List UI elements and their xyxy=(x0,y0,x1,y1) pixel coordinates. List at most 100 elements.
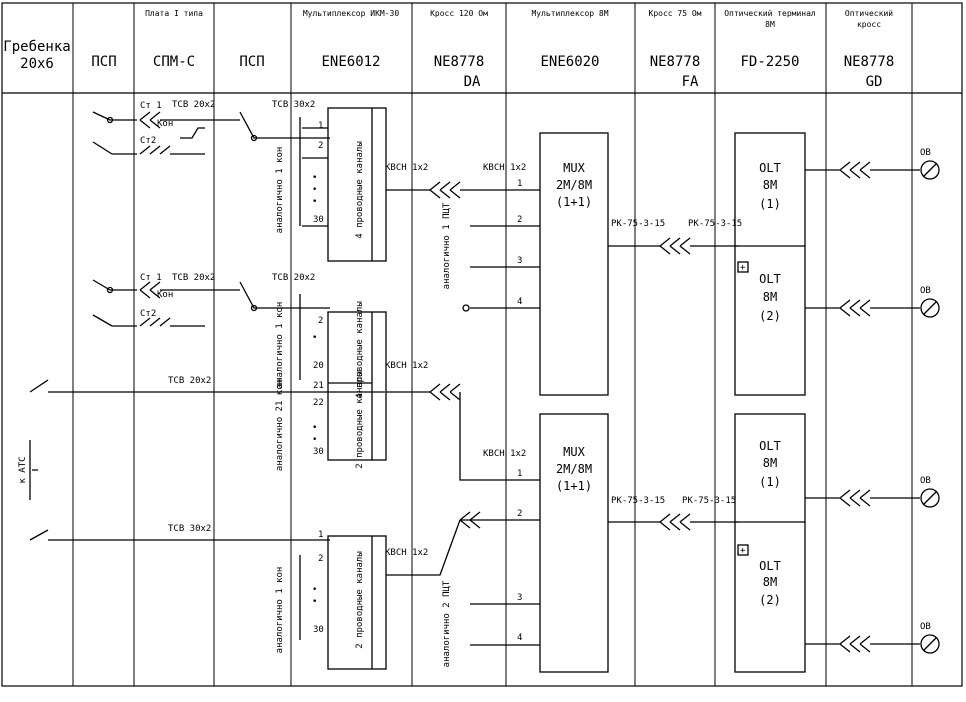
svg-text:•: • xyxy=(312,423,317,433)
svg-text:1: 1 xyxy=(318,530,323,540)
ikm-block-a xyxy=(327,107,387,262)
svg-text:2M/8M: 2M/8M xyxy=(556,462,592,476)
ob-icon: ОВ xyxy=(920,476,940,508)
col-main-8: FD-2250 xyxy=(740,54,799,70)
svg-text:Ст 1: Ст 1 xyxy=(140,273,162,283)
label-tcb-a: ТСВ 20x2 xyxy=(172,100,215,110)
svg-text:22: 22 xyxy=(313,398,324,408)
col-main-5a: NE8778 xyxy=(434,54,485,70)
svg-text:•: • xyxy=(312,597,317,607)
svg-text:РК-75-3-15: РК-75-3-15 xyxy=(688,219,742,229)
svg-text:•: • xyxy=(312,585,317,595)
svg-text:КВСН 1x2: КВСН 1x2 xyxy=(483,449,526,459)
svg-text:20: 20 xyxy=(313,361,324,371)
svg-text:21: 21 xyxy=(313,381,324,391)
svg-text:•: • xyxy=(312,435,317,445)
svg-text:2 проводные каналы: 2 проводные каналы xyxy=(355,551,365,649)
svg-text:ОВ: ОВ xyxy=(920,286,931,296)
ob-icon: ОВ xyxy=(920,622,940,654)
svg-text:+: + xyxy=(740,546,746,556)
col-main-9b: GD xyxy=(866,74,883,90)
svg-text:MUX: MUX xyxy=(563,445,585,459)
svg-text:+: + xyxy=(740,263,746,273)
svg-text:(2): (2) xyxy=(759,309,781,323)
ob-outputs: ОВ ОВ ОВ ОВ xyxy=(920,148,940,654)
link-ats-b xyxy=(29,529,330,541)
svg-text:8M: 8M xyxy=(763,290,777,304)
svg-text:(1): (1) xyxy=(759,475,781,489)
svg-text:1: 1 xyxy=(318,121,323,131)
col-main-1: ПСП xyxy=(91,54,116,70)
svg-text:4: 4 xyxy=(517,297,522,307)
svg-text:КВСН 1x2: КВСН 1x2 xyxy=(385,548,428,558)
svg-text:1: 1 xyxy=(517,179,522,189)
svg-text:•: • xyxy=(312,173,317,183)
svg-text:2: 2 xyxy=(517,509,522,519)
switch-psp2-a xyxy=(205,111,290,139)
svg-text:(1): (1) xyxy=(759,197,781,211)
svg-text:Кон: Кон xyxy=(157,290,173,300)
col-main-9a: NE8778 xyxy=(844,54,895,70)
analog-1kon-a: аналогично 1 кон xyxy=(275,147,285,234)
svg-text:2M/8M: 2M/8M xyxy=(556,178,592,192)
svg-text:OLT: OLT xyxy=(759,272,781,286)
svg-text:аналогично 1 кон: аналогично 1 кон xyxy=(275,302,285,389)
col-main-0a: Гребенка xyxy=(3,39,70,55)
svg-text:РК-75-3-15: РК-75-3-15 xyxy=(611,496,665,506)
col-main-0b: 20x6 xyxy=(20,56,54,72)
svg-text:ОВ: ОВ xyxy=(920,622,931,632)
switch-st2 xyxy=(92,141,137,155)
svg-text:аналогично 1 кон: аналогично 1 кон xyxy=(275,567,285,654)
link-ats-a xyxy=(29,379,385,393)
svg-text:2: 2 xyxy=(318,554,323,564)
svg-text:8M: 8M xyxy=(763,575,777,589)
col-main-5b: DA xyxy=(464,74,481,90)
section-two: Ст 1 Ст2 Кон ТСВ 20x2 ТСВ 20x2 4 проводн… xyxy=(18,273,540,541)
svg-text:ТСВ 20x2: ТСВ 20x2 xyxy=(168,376,211,386)
svg-text:8M: 8M xyxy=(763,178,777,192)
connector-pk-1 xyxy=(608,237,738,255)
svg-text:2: 2 xyxy=(318,316,323,326)
connector-opt-1 xyxy=(805,161,920,179)
col-main-2: СПМ-С xyxy=(153,54,195,70)
label-kon: Кон xyxy=(157,119,173,129)
svg-text:аналогично 2 ПЦТ: аналогично 2 ПЦТ xyxy=(442,580,452,667)
connector-kon xyxy=(139,111,205,129)
svg-text:•: • xyxy=(312,333,317,343)
col-top-4: Мультиплексор ИКМ-30 xyxy=(303,9,400,18)
ikm-block-a-label: 4 проводные каналы xyxy=(355,141,365,239)
svg-text:2: 2 xyxy=(318,141,323,151)
mux-block-2 xyxy=(539,413,609,673)
svg-text:OLT: OLT xyxy=(759,439,781,453)
col-main-3: ПСП xyxy=(239,54,264,70)
connector-opt-2 xyxy=(805,299,920,317)
svg-text:•: • xyxy=(312,197,317,207)
label-st2: Ст2 xyxy=(140,136,156,146)
svg-text:Ст2: Ст2 xyxy=(140,309,156,319)
section-three: КВСН 1x2 MUX 2M/8M (1+1) 1 2 3 4 аналоги… xyxy=(275,413,920,673)
label-kvsn-a2: КВСН 1x2 xyxy=(483,163,526,173)
table-grid xyxy=(1,2,963,687)
svg-text:2 проводные каналы: 2 проводные каналы xyxy=(355,371,365,469)
label-st1: Ст 1 xyxy=(140,101,162,111)
ikm-block-c xyxy=(327,535,387,670)
svg-text:OLT: OLT xyxy=(759,161,781,175)
svg-text:3: 3 xyxy=(517,256,522,266)
col-main-4: ENE6012 xyxy=(321,54,380,70)
svg-text:3: 3 xyxy=(517,593,522,603)
svg-text:ОВ: ОВ xyxy=(920,476,931,486)
svg-text:•: • xyxy=(312,185,317,195)
label-kvsn-a1: КВСН 1x2 xyxy=(385,163,428,173)
svg-text:4: 4 xyxy=(517,633,522,643)
svg-text:30: 30 xyxy=(313,447,324,457)
svg-text:(1+1): (1+1) xyxy=(556,195,592,209)
analog-1pcm: аналогично 1 ПЦТ xyxy=(442,202,452,289)
mux-block-1 xyxy=(539,132,609,396)
col-top-7: Кросс 75 Ом xyxy=(649,9,702,18)
ob-icon: ОВ xyxy=(920,286,940,318)
ikm-block-b xyxy=(327,311,387,461)
svg-text:OLT: OLT xyxy=(759,559,781,573)
